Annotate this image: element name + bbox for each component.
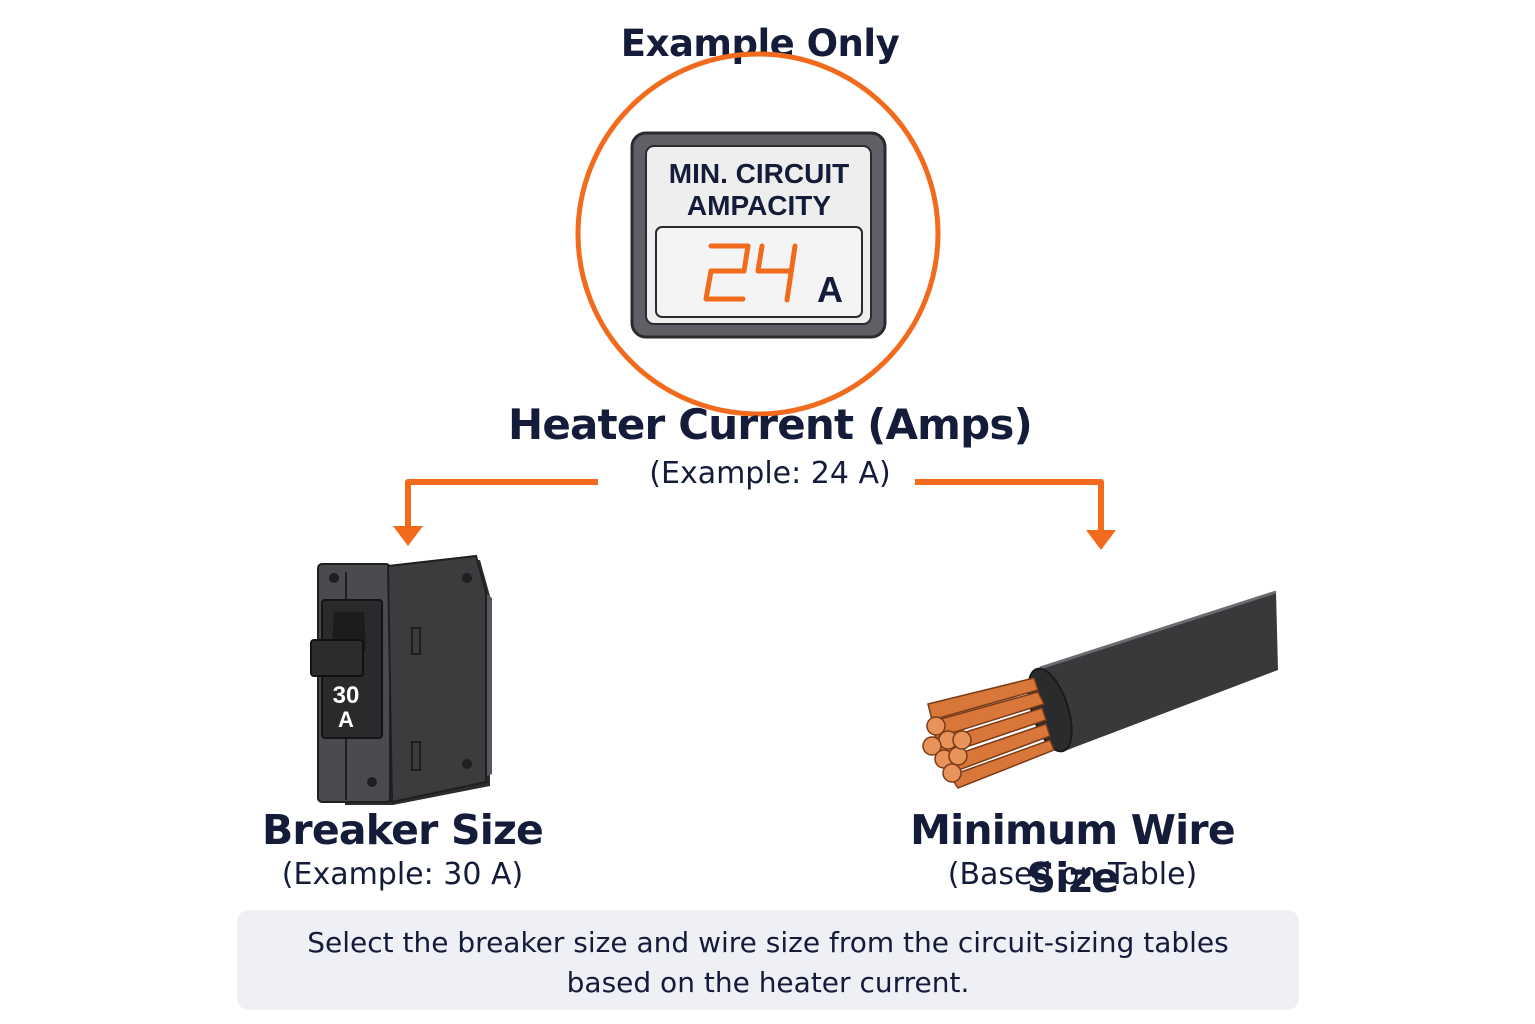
circuit-breaker-icon: 30 A: [310, 554, 492, 805]
breaker-rating-unit: A: [338, 707, 354, 732]
breaker-size-title: Breaker Size: [261, 806, 544, 854]
heater-current-subtitle: (Example: 24 A): [649, 456, 891, 491]
wire-size-subtitle: (Based on Table): [947, 857, 1198, 892]
display-title-line2: AMPACITY: [687, 190, 831, 221]
heater-current-title: Heater Current (Amps): [507, 400, 1033, 449]
display-title-line1: MIN. CIRCUIT: [669, 158, 849, 189]
instruction-note-line2: based on the heater current.: [566, 966, 970, 999]
left-arrow: [393, 479, 598, 546]
instruction-note-box: [237, 910, 1299, 1010]
breaker-size-subtitle: (Example: 30 A): [281, 857, 524, 892]
wire-size-title: Minimum Wire Size: [910, 806, 1236, 902]
ampacity-display: MIN. CIRCUIT AMPACITY A: [630, 131, 887, 339]
breaker-rating-value: 30: [333, 682, 360, 709]
copper-wire-icon: [922, 590, 1278, 789]
display-digits: [703, 243, 798, 303]
instruction-note-text: Select the breaker size and wire size fr…: [237, 923, 1299, 1003]
display-unit: A: [817, 269, 843, 310]
right-arrow: [915, 479, 1116, 550]
example-only-label: Example Only: [620, 22, 900, 65]
instruction-note-line1: Select the breaker size and wire size fr…: [307, 926, 1229, 959]
highlight-circle: [575, 51, 941, 417]
